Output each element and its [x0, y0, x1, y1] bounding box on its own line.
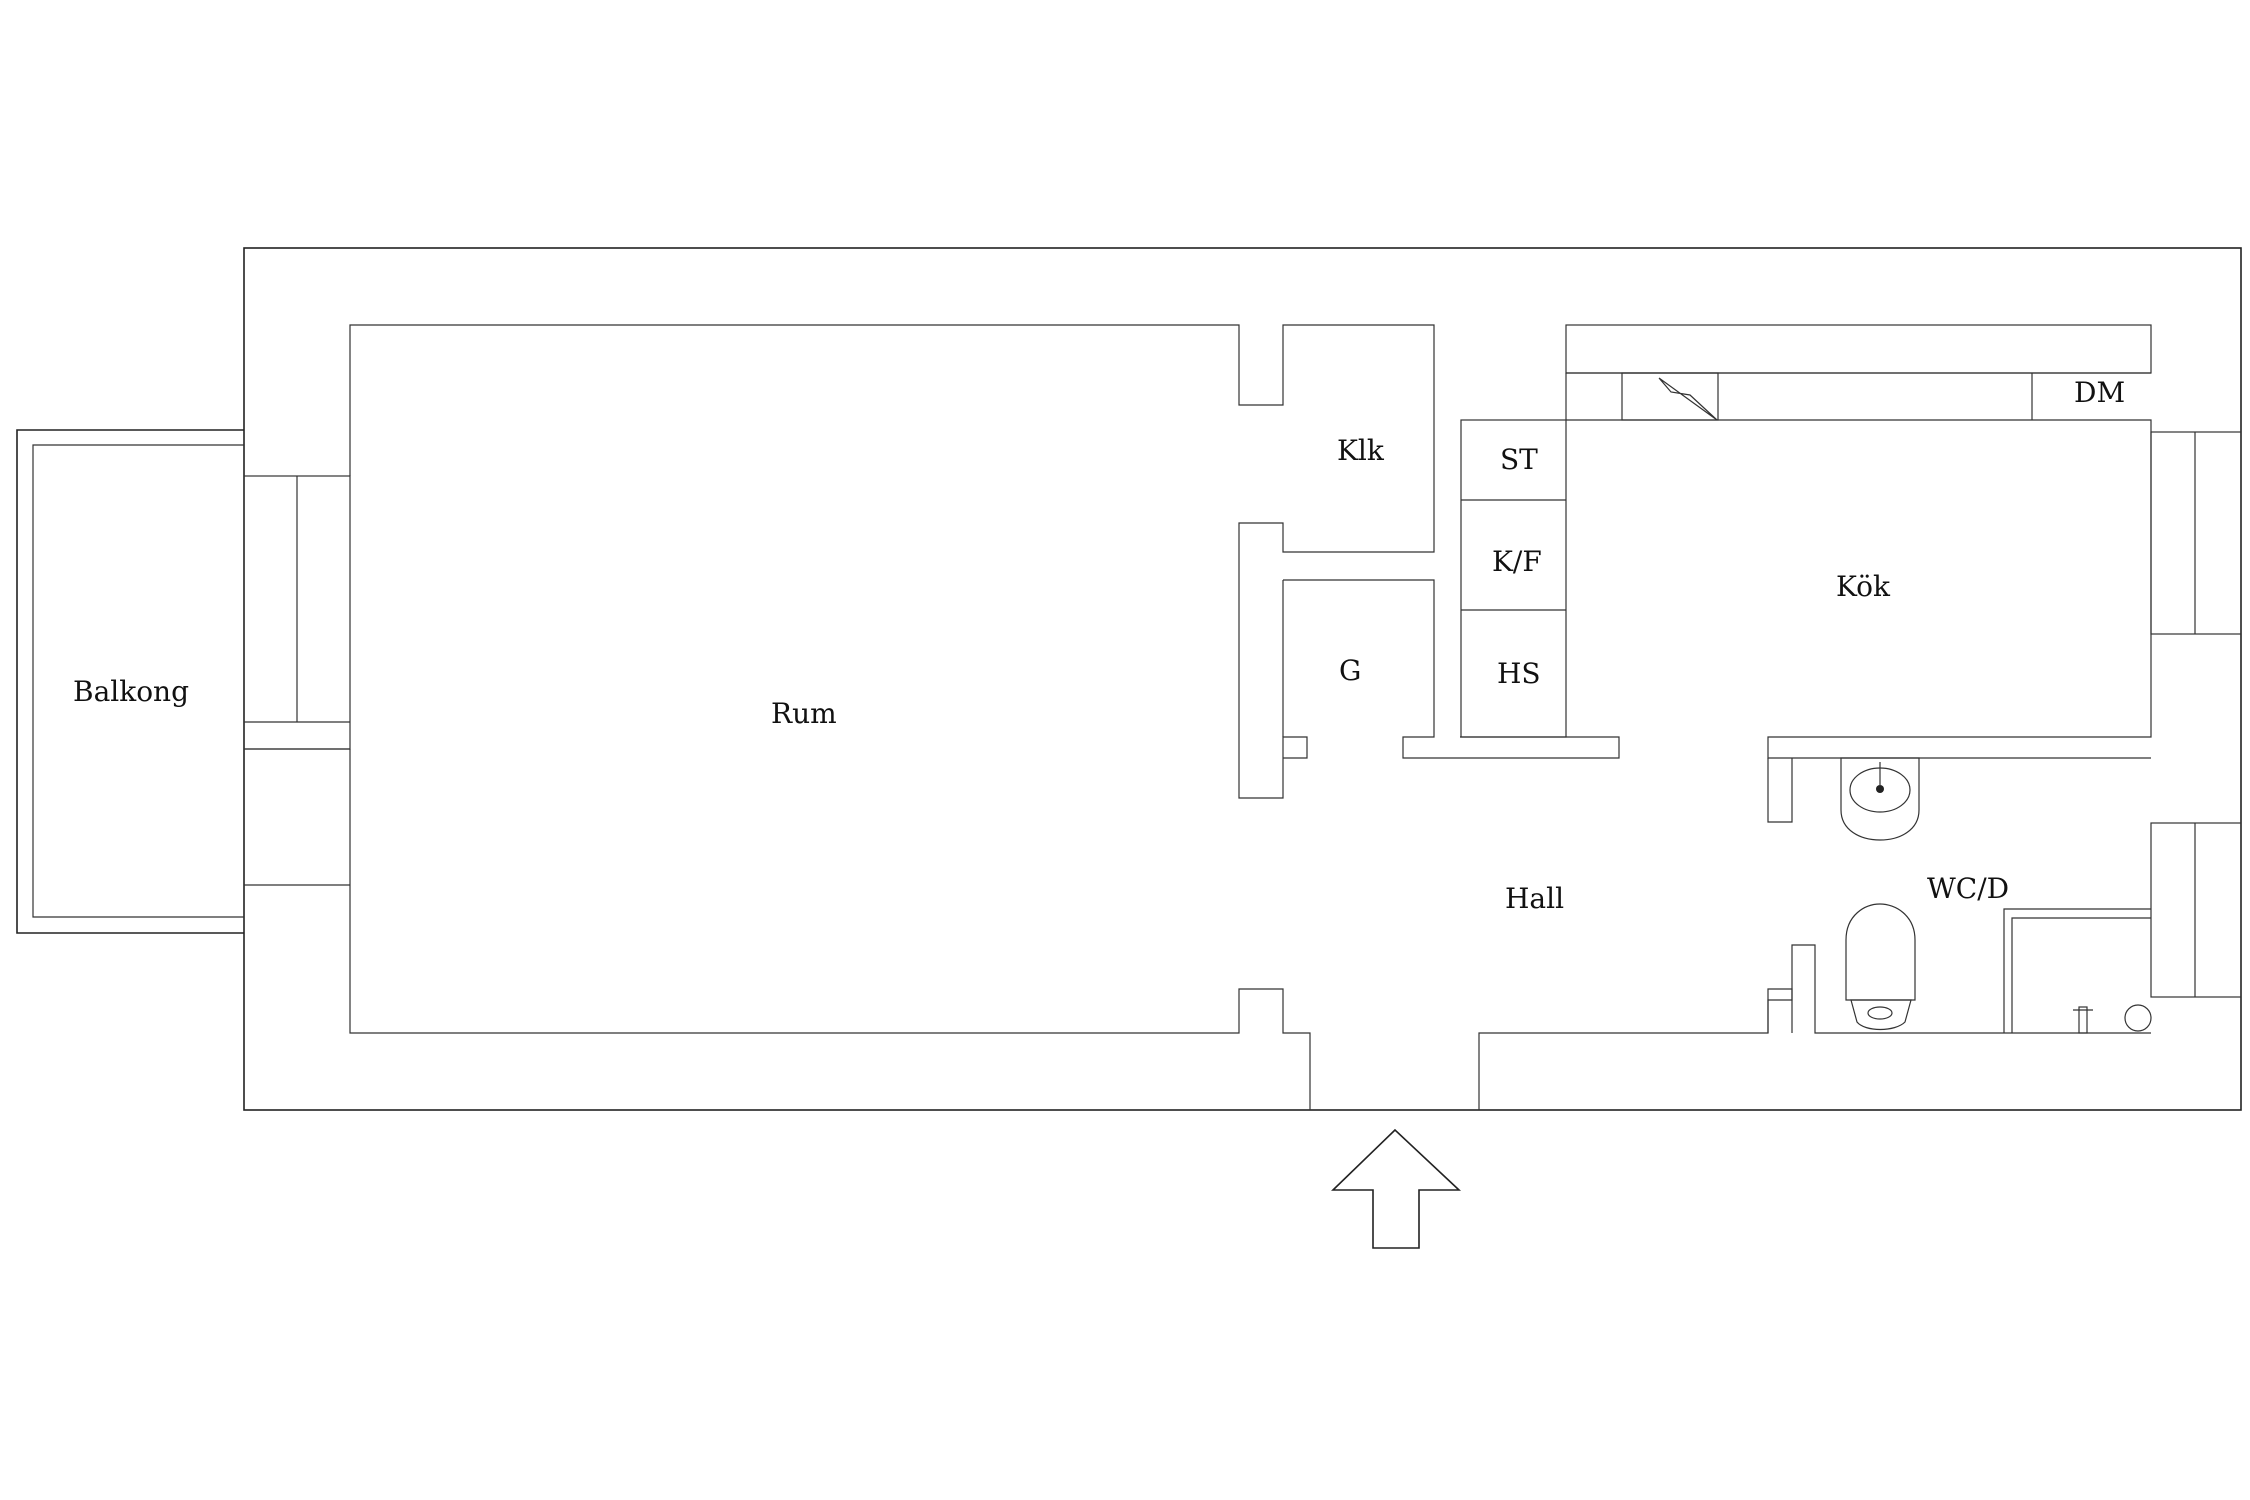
label-st: ST [1500, 443, 1538, 476]
label-hs: HS [1497, 657, 1541, 690]
toilet-icon [1845, 903, 1916, 1031]
label-dm: DM [2074, 376, 2125, 409]
entrance-door [1478, 988, 1793, 1110]
label-kok: Kök [1836, 570, 1891, 603]
outer-wall [243, 247, 2242, 1111]
shower-icon [2073, 1004, 2152, 1034]
room-g-walls [1282, 579, 1620, 759]
entrance-arrow-icon [1331, 1128, 1462, 1249]
label-klk: Klk [1337, 434, 1385, 467]
kitchen-cabinets [1460, 419, 1567, 738]
label-hall: Hall [1505, 882, 1564, 915]
sink-icon [1840, 757, 1920, 841]
balcony [16, 429, 244, 934]
room-wcd-walls [1767, 908, 2151, 1034]
window-right-bath [2150, 822, 2242, 998]
label-g: G [1339, 654, 1361, 687]
stove-icon [1621, 372, 1719, 421]
label-wcd: WC/D [1927, 872, 2009, 905]
label-kf: K/F [1492, 545, 1542, 578]
room-rum-walls [244, 324, 1435, 1110]
window-left [243, 475, 351, 750]
window-right-kitchen [2150, 431, 2242, 635]
label-rum: Rum [771, 697, 837, 730]
label-balkong: Balkong [73, 675, 189, 708]
